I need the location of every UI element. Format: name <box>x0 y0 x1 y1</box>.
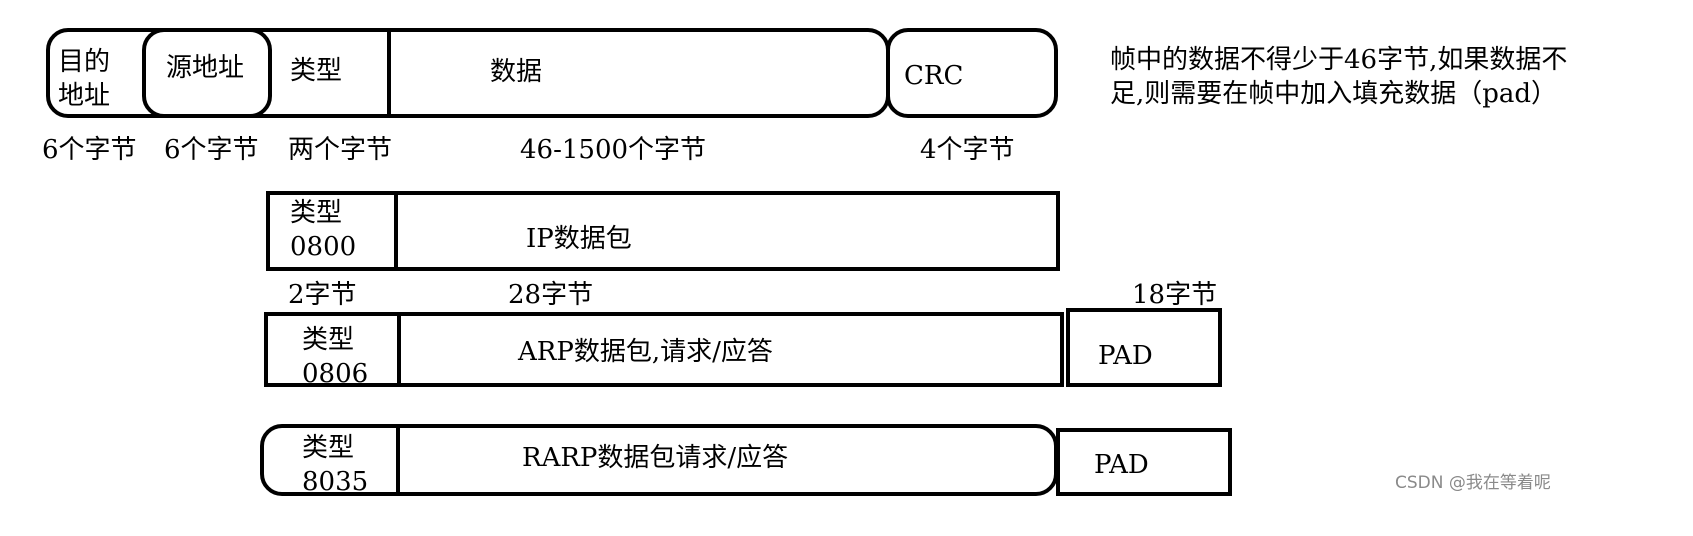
arp-payload-label: ARP数据包,请求/应答 <box>518 337 773 367</box>
crc-box <box>886 28 1058 118</box>
type-label: 类型 <box>290 56 343 86</box>
dest-addr-label-line2: 地址 <box>58 81 111 111</box>
arp-type-divider <box>397 312 401 387</box>
ip-payload-size-label: 28字节 <box>508 280 594 310</box>
dest-addr-label-line1: 目的 <box>58 47 111 77</box>
arp-pad-box <box>1066 308 1222 387</box>
ip-type-code: 0800 <box>290 232 357 262</box>
type-data-divider <box>387 28 391 118</box>
arp-pad-label: PAD <box>1098 341 1153 371</box>
rarp-pad-label: PAD <box>1094 450 1149 480</box>
ip-payload-label: IP数据包 <box>526 224 632 254</box>
arp-type-code: 0806 <box>302 359 369 389</box>
ip-type-size-label: 2字节 <box>288 280 357 310</box>
rarp-row-box <box>260 424 1058 496</box>
src-addr-label: 源地址 <box>166 53 245 83</box>
crc-size-label: 4个字节 <box>920 135 1015 165</box>
ip-row-box <box>266 191 1060 271</box>
ip-type-label: 类型 <box>290 198 343 228</box>
csdn-watermark: CSDN @我在等着呢 <box>1395 473 1551 493</box>
rarp-pad-box <box>1056 428 1232 496</box>
crc-label: CRC <box>904 61 964 91</box>
padding-note-line1: 帧中的数据不得少于46字节,如果数据不 <box>1110 45 1568 75</box>
padding-note-line2: 足,则需要在帧中加入填充数据（pad） <box>1110 79 1558 109</box>
type-size-label: 两个字节 <box>288 135 393 165</box>
rarp-type-code: 8035 <box>302 467 369 497</box>
src-addr-box <box>142 28 272 118</box>
pad-size-label: 18字节 <box>1132 280 1218 310</box>
data-size-label: 46-1500个字节 <box>520 135 707 165</box>
rarp-payload-label: RARP数据包请求/应答 <box>522 443 789 473</box>
ip-type-divider <box>394 191 398 271</box>
dest-size-label: 6个字节 <box>42 135 137 165</box>
data-label: 数据 <box>490 57 543 87</box>
src-size-label: 6个字节 <box>164 135 259 165</box>
rarp-type-label: 类型 <box>302 433 355 463</box>
rarp-type-divider <box>396 424 400 496</box>
arp-type-label: 类型 <box>302 325 355 355</box>
